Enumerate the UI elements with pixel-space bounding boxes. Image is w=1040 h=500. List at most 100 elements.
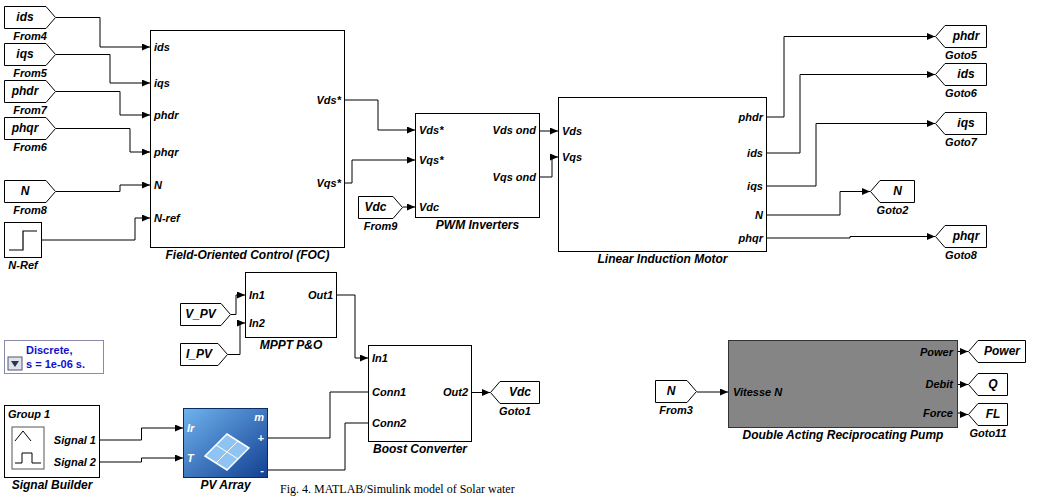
pump-block: Vitesse NPowerDebitForceDouble Acting Re… bbox=[728, 340, 958, 428]
block-name: PV Array bbox=[200, 479, 250, 493]
block-name: From8 bbox=[13, 204, 47, 217]
port-label: Vdc bbox=[419, 201, 439, 214]
block-body bbox=[369, 346, 472, 442]
block-body bbox=[5, 406, 100, 478]
block-name: Goto2 bbox=[877, 204, 909, 217]
inverter-block: Vds*Vqs*VdcVds ondVqs ondPWM Inverters bbox=[415, 113, 540, 218]
powergui-icon bbox=[8, 357, 22, 370]
block-name: From7 bbox=[13, 104, 47, 117]
port-label: Conn2 bbox=[372, 417, 406, 430]
signal-line bbox=[540, 131, 558, 132]
signal-name: I_PV bbox=[186, 348, 212, 362]
port-label: ids bbox=[747, 147, 763, 160]
port-label: Force bbox=[923, 407, 953, 420]
goto-shape bbox=[936, 113, 987, 135]
from-block: NFrom3 bbox=[655, 380, 697, 403]
block-name: From5 bbox=[13, 67, 47, 80]
from-block: idsFrom4 bbox=[4, 6, 56, 29]
powergui-block: Discrete,s = 1e-06 s. bbox=[4, 340, 104, 374]
signal-name: iqs bbox=[957, 117, 974, 131]
mppt-block: In1In2Out1MPPT P&O bbox=[245, 272, 337, 338]
from-shape bbox=[5, 44, 56, 66]
goto-block: Q bbox=[968, 373, 1008, 396]
signal-line bbox=[345, 160, 415, 183]
port-label: N bbox=[755, 209, 763, 222]
figure-caption: Fig. 4. MATLAB/Simulink model of Solar w… bbox=[280, 482, 515, 497]
signal-name: Q bbox=[988, 378, 997, 392]
block-outline bbox=[655, 380, 697, 403]
port-label: Power bbox=[920, 346, 953, 359]
block-body bbox=[246, 273, 337, 338]
port-label: Vqs bbox=[562, 151, 582, 164]
signal-name: Vdc bbox=[509, 386, 531, 400]
signal-line bbox=[958, 413, 968, 415]
signal-line bbox=[42, 218, 150, 240]
port-label: Vds* bbox=[419, 124, 443, 137]
goto-shape bbox=[936, 64, 987, 86]
signal-line bbox=[56, 185, 150, 192]
port-label: - bbox=[260, 464, 264, 477]
solver-setting: Discrete, bbox=[26, 344, 72, 357]
port-label: Vitesse N bbox=[733, 386, 782, 399]
port-label: In1 bbox=[249, 289, 265, 302]
port-label: m bbox=[254, 411, 264, 424]
port-label: ids bbox=[154, 41, 170, 54]
block-body bbox=[559, 98, 767, 252]
signal-line bbox=[472, 392, 490, 393]
port-label: Out1 bbox=[308, 289, 333, 302]
goto-block: Power bbox=[968, 340, 1026, 363]
port-label: Vds* bbox=[317, 94, 341, 107]
port-label: Vqs* bbox=[419, 154, 443, 167]
waveform-icon bbox=[15, 453, 41, 463]
block-name: PWM Inverters bbox=[436, 219, 519, 233]
block-name: Goto6 bbox=[945, 87, 977, 100]
goto-shape bbox=[871, 181, 915, 203]
port-label: Debit bbox=[926, 378, 954, 391]
block-body bbox=[151, 31, 345, 248]
signal-line bbox=[767, 124, 935, 187]
signal-name: ids bbox=[957, 68, 974, 82]
block-name: Linear Induction Motor bbox=[598, 253, 728, 267]
goto-shape bbox=[969, 404, 1008, 426]
block-outline bbox=[870, 180, 915, 203]
pv-cell-icon bbox=[216, 441, 238, 463]
from-block: iqsFrom5 bbox=[4, 43, 56, 66]
signal-name: Power bbox=[984, 345, 1020, 359]
from-shape bbox=[5, 81, 56, 103]
signal-name: phdr bbox=[12, 85, 39, 99]
block-name: Boost Converter bbox=[373, 443, 467, 457]
signal-line bbox=[540, 157, 558, 177]
port-label: phdr bbox=[154, 109, 178, 122]
solver-setting: s = 1e-06 s. bbox=[26, 358, 85, 371]
block-name: N-Ref bbox=[8, 259, 37, 272]
signal-line bbox=[228, 323, 245, 355]
port-label: Conn1 bbox=[372, 386, 406, 399]
block-outline bbox=[4, 222, 42, 258]
signal-line bbox=[100, 458, 183, 462]
port-label: In2 bbox=[249, 317, 265, 330]
block-name: Goto1 bbox=[499, 405, 531, 418]
block-body bbox=[729, 341, 958, 428]
goto-block: phqrGoto8 bbox=[935, 225, 987, 248]
from-shape bbox=[5, 118, 56, 140]
signal-name: phqr bbox=[12, 122, 39, 136]
signal-line bbox=[268, 423, 368, 470]
signal-name: N bbox=[21, 185, 30, 199]
signal-name: V_PV bbox=[185, 308, 216, 322]
from-block: phqrFrom6 bbox=[4, 117, 56, 140]
port-label: Vqs ond bbox=[493, 171, 536, 184]
step-icon bbox=[9, 231, 37, 250]
signal-name: iqs bbox=[16, 48, 33, 62]
port-label: Signal 2 bbox=[54, 456, 96, 469]
motor-block: VdsVqsphdridsiqsNphqrLinear Induction Mo… bbox=[558, 97, 767, 252]
signal-line bbox=[767, 37, 935, 118]
block-name: From9 bbox=[364, 220, 398, 233]
port-label: Ir bbox=[187, 422, 194, 435]
from-block: I_PV bbox=[180, 343, 228, 366]
port-label: iqs bbox=[747, 180, 763, 193]
block-name: Double Acting Reciprocating Pump bbox=[743, 429, 944, 443]
signal-line bbox=[403, 207, 415, 208]
goto-block: VdcGoto1 bbox=[490, 381, 540, 404]
goto-shape bbox=[936, 26, 987, 48]
